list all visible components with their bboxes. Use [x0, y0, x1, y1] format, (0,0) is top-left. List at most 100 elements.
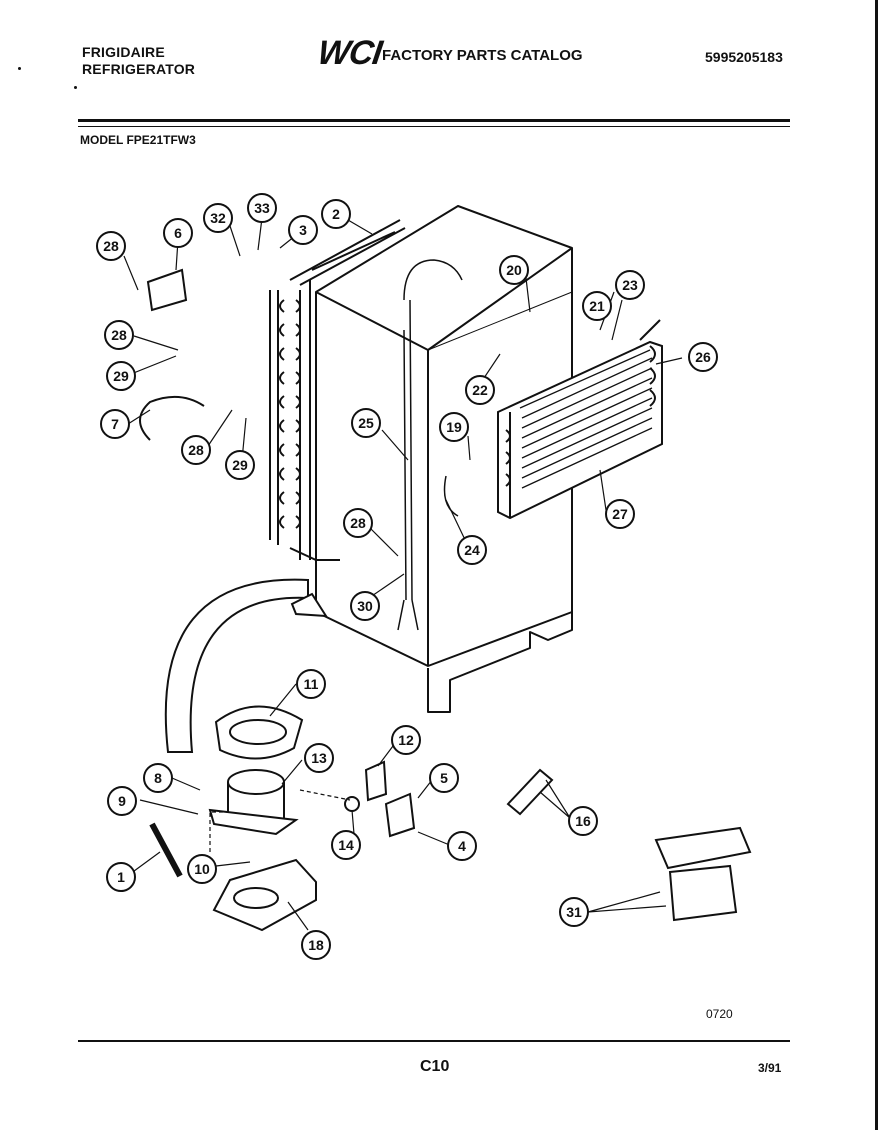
callout-4: 4: [447, 831, 477, 861]
callout-label: 11: [304, 676, 319, 692]
brand-block: FRIGIDAIRE REFRIGERATOR: [82, 44, 195, 78]
brand-name: FRIGIDAIRE: [82, 44, 165, 60]
callout-circle: [296, 669, 326, 699]
callout-29: 29: [225, 450, 255, 480]
evaporator: [497, 319, 663, 520]
callout-circle: [605, 499, 635, 529]
callout-circle: [429, 763, 459, 793]
callout-circle: [568, 806, 598, 836]
catalog-part-number: 5995205183: [705, 49, 783, 65]
callout-19: 19: [439, 412, 469, 442]
callout-circle: [106, 862, 136, 892]
callout-26: 26: [688, 342, 718, 372]
callout-circle: [688, 342, 718, 372]
callout-circle: [247, 193, 277, 223]
callout-label: 28: [188, 442, 204, 458]
callout-1: 1: [106, 862, 136, 892]
drain-tube: [164, 578, 328, 753]
callout-22: 22: [465, 375, 495, 405]
callout-circle: [304, 743, 334, 773]
callout-2: 2: [321, 199, 351, 229]
callout-circle: [163, 218, 193, 248]
callout-circle: [187, 854, 217, 884]
callout-label: 6: [174, 225, 182, 241]
callout-23: 23: [615, 270, 645, 300]
callout-label: 30: [357, 598, 373, 614]
callout-circle: [351, 408, 381, 438]
callout-16: 16: [568, 806, 598, 836]
header-rule-thin: [78, 126, 790, 127]
callout-label: 32: [210, 210, 226, 226]
model-number: MODEL FPE21TFW3: [80, 133, 196, 147]
drawing-code: 0720: [706, 1007, 733, 1021]
callout-circle: [499, 255, 529, 285]
callout-14: 14: [331, 830, 361, 860]
catalog-title: FACTORY PARTS CATALOG: [382, 47, 583, 64]
callout-20: 20: [499, 255, 529, 285]
footer-rule: [78, 1040, 790, 1042]
callout-13: 13: [304, 743, 334, 773]
callout-29: 29: [106, 361, 136, 391]
callout-28: 28: [181, 435, 211, 465]
callout-label: 29: [232, 457, 248, 473]
leader-lines: [123, 217, 683, 931]
callout-28: 28: [96, 231, 126, 261]
callout-circle: [100, 409, 130, 439]
callout-label: 31: [566, 904, 582, 920]
callout-circle: [350, 591, 380, 621]
callout-circle: [391, 725, 421, 755]
callout-label: 13: [311, 750, 327, 766]
compressor: [149, 705, 317, 932]
callout-label: 16: [575, 813, 591, 829]
callout-24: 24: [457, 535, 487, 565]
header-rule: [78, 119, 790, 122]
callout-label: 10: [194, 861, 210, 877]
tubing: [397, 259, 463, 631]
callout-label: 1: [117, 869, 125, 885]
callout-12: 12: [391, 725, 421, 755]
callout-label: 33: [254, 200, 270, 216]
callout-circle: [106, 361, 136, 391]
callout-label: 27: [612, 506, 628, 522]
callout-label: 4: [458, 838, 466, 854]
callout-7: 7: [100, 409, 130, 439]
callout-label: 5: [440, 770, 448, 786]
page-border: [875, 0, 878, 1130]
callout-label: 8: [154, 770, 162, 786]
callout-label: 28: [103, 238, 119, 254]
callout-5: 5: [429, 763, 459, 793]
callout-18: 18: [301, 930, 331, 960]
callout-label: 29: [113, 368, 129, 384]
callout-circle: [143, 763, 173, 793]
callout-label: 3: [299, 222, 307, 238]
callout-label: 24: [464, 542, 480, 558]
callout-label: 12: [398, 732, 414, 748]
callout-circle: [96, 231, 126, 261]
product-type: REFRIGERATOR: [82, 61, 196, 77]
callout-label: 21: [589, 298, 605, 314]
callout-30: 30: [350, 591, 380, 621]
callout-circle: [559, 897, 589, 927]
callout-11: 11: [296, 669, 326, 699]
small-parts: [139, 268, 752, 922]
callout-3: 3: [288, 215, 318, 245]
callout-8: 8: [143, 763, 173, 793]
callout-6: 6: [163, 218, 193, 248]
callout-label: 9: [118, 793, 126, 809]
callout-circle: [288, 215, 318, 245]
condenser-coil: [269, 219, 406, 561]
callout-label: 28: [111, 327, 127, 343]
callout-label: 28: [350, 515, 366, 531]
date-code: 3/91: [758, 1061, 782, 1075]
callout-circle: [331, 830, 361, 860]
callout-33: 33: [247, 193, 277, 223]
callout-circle: [225, 450, 255, 480]
callout-28: 28: [104, 320, 134, 350]
callout-25: 25: [351, 408, 381, 438]
callout-circle: [181, 435, 211, 465]
scan-speck: [74, 86, 77, 89]
callout-label: 26: [695, 349, 711, 365]
callout-label: 23: [622, 277, 638, 293]
callout-10: 10: [187, 854, 217, 884]
